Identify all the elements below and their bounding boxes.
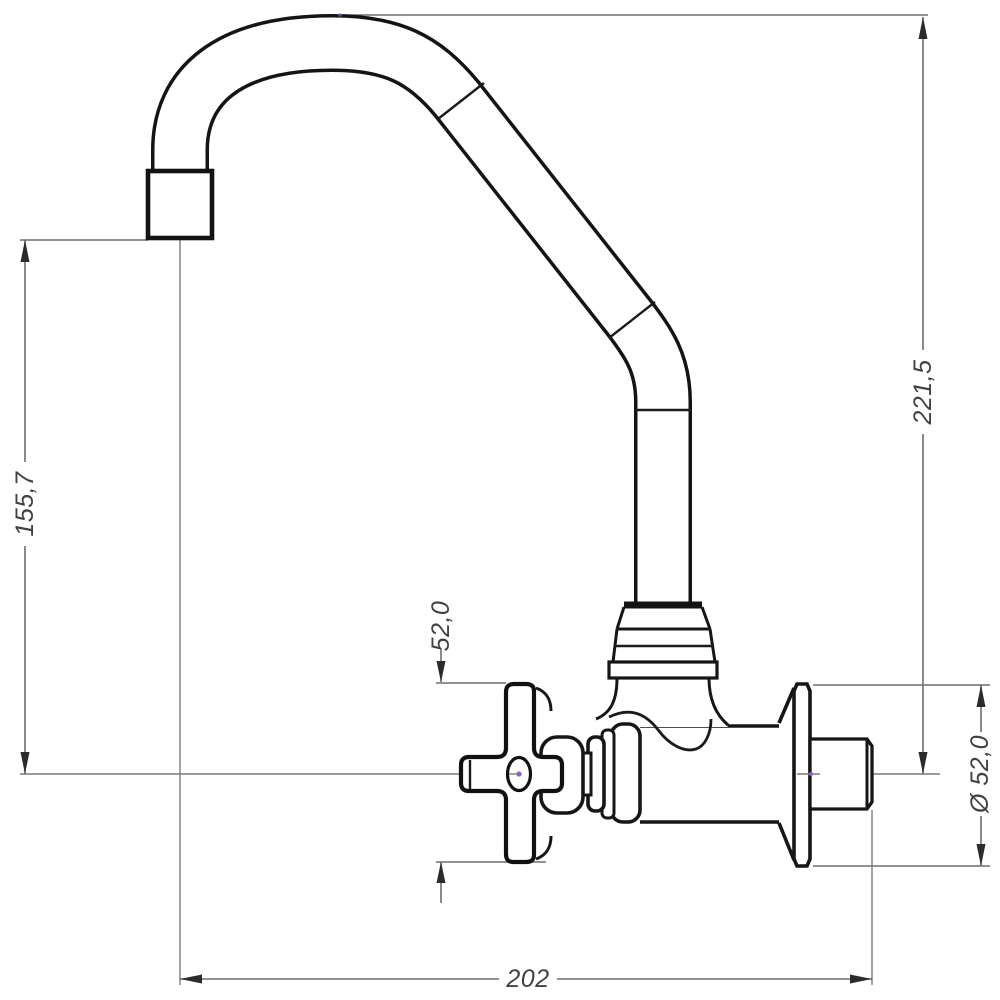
flange-cone-edges [777,687,796,861]
dim-155-text-gap [11,462,39,546]
elbow-fillet-curve [608,710,713,752]
dim-label-handle-diameter: 52,0 [427,601,455,652]
dim-label-overall-height: 221,5 [909,359,937,425]
dim-202-text-gap [499,963,557,993]
dim-221-text-gap [909,350,937,434]
handle-bottom-arm-depth-line [535,835,553,861]
arrow-up-icon [436,862,446,883]
riser-nut-flare [615,606,712,630]
elbow-left-edge [595,677,619,721]
flange-cone-fill [779,688,794,860]
arrow-down-icon [436,661,446,682]
dim-label-flange-diameter: Ø 52,0 [966,735,994,814]
spout-tube-outline [151,13,692,610]
arrow-up-icon [976,685,986,707]
elbow-right-edge [707,677,729,727]
spout-joint-line-upper [437,82,485,120]
arrow-left-icon [180,974,202,984]
handle-center-dot [516,771,522,777]
riser-nut-fill [609,602,717,678]
spout-apex-dot [338,13,342,17]
arrow-down-icon [20,752,30,774]
arrow-up-icon [20,240,30,262]
arrow-up-icon [918,17,928,39]
detail-layer: 155,7 221,5 52,0 Ø 52,0 202 [11,13,994,993]
spout-aerator [145,168,215,241]
elbow-fill [600,676,728,727]
arrow-right-icon [850,974,872,984]
faucet-part-layer [145,13,874,868]
spout-joint-line-bend [608,301,656,339]
dim-label-overall-depth: 202 [505,965,549,993]
arrow-down-icon [918,752,928,774]
dim-flange-text-gap [964,732,992,816]
flange-center-dot [808,771,814,777]
dim-label-spout-height: 155,7 [11,471,39,537]
handle-top-arm-depth-line [535,686,553,712]
arrow-down-icon [976,844,986,866]
riser-nut-ring [607,660,719,680]
spout-tube-core [154,17,689,610]
flange-plate [792,682,812,868]
